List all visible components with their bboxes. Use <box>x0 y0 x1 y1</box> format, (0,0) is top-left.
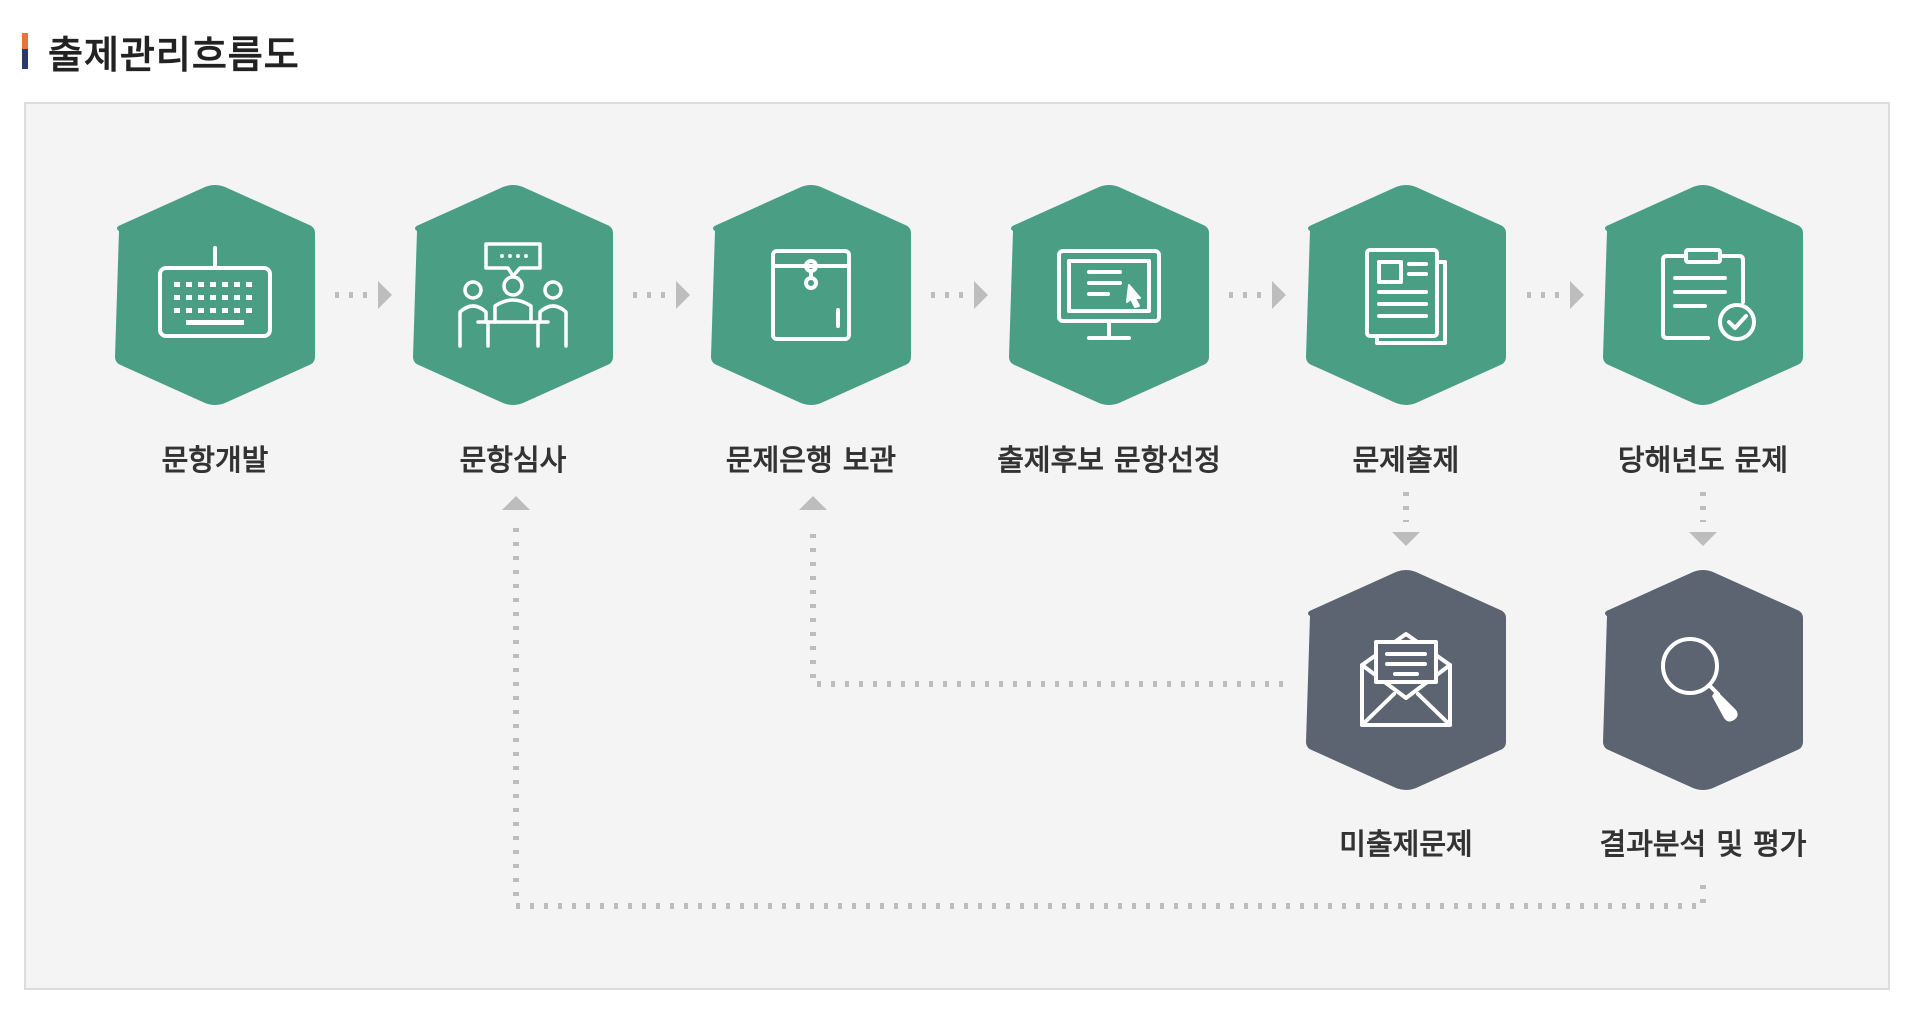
step-label: 문제은행 보관 <box>726 443 896 477</box>
step-label: 문항심사 <box>460 443 567 477</box>
outcome-label: 결과분석 및 평가 <box>1600 827 1807 861</box>
step-item-development: 문항개발 <box>115 185 315 477</box>
step-label: 문항개발 <box>162 443 269 477</box>
envelope-folder-icon <box>771 249 851 341</box>
step-item-exam-setting: 문제출제 <box>1306 185 1506 477</box>
magnifier-icon <box>1661 637 1738 722</box>
step-item-bank-storage: 문제은행 보관 <box>711 185 911 477</box>
clipboard-check-icon <box>1661 248 1756 341</box>
step-item-review: 문항심사 <box>413 185 613 477</box>
step-item-current-year: 당해년도 문제 <box>1603 185 1803 477</box>
step-label: 문제출제 <box>1353 443 1460 477</box>
outcome-item-unused: 미출제문제 <box>1306 570 1506 861</box>
diagram-panel <box>24 102 1890 990</box>
loop-analysis-to-review <box>502 496 1706 909</box>
outcome-label: 미출제문제 <box>1339 827 1472 861</box>
connector-2-3 <box>633 281 690 309</box>
header: 출제관리흐름도 <box>22 26 300 77</box>
monitor-select-icon <box>1057 249 1161 340</box>
meeting-icon <box>458 242 568 348</box>
keyboard-icon <box>158 246 272 338</box>
connector-5-6 <box>1527 281 1584 309</box>
step-label: 당해년도 문제 <box>1618 443 1788 477</box>
step-label: 출제후보 문항선정 <box>997 443 1221 477</box>
connector-3-4 <box>931 281 988 309</box>
connector-6-down <box>1689 492 1717 546</box>
open-mail-icon <box>1360 632 1452 727</box>
step-item-candidate-selection: 출제후보 문항선정 <box>997 185 1221 477</box>
title-accent-bar <box>22 33 28 69</box>
document-icon <box>1365 248 1447 345</box>
outcome-item-analysis: 결과분석 및 평가 <box>1600 570 1807 861</box>
page-title: 출제관리흐름도 <box>48 32 300 77</box>
connector-5-down <box>1392 492 1420 546</box>
loop-unused-to-bank <box>799 496 1283 687</box>
connector-1-2 <box>335 281 392 309</box>
connector-4-5 <box>1229 281 1286 309</box>
